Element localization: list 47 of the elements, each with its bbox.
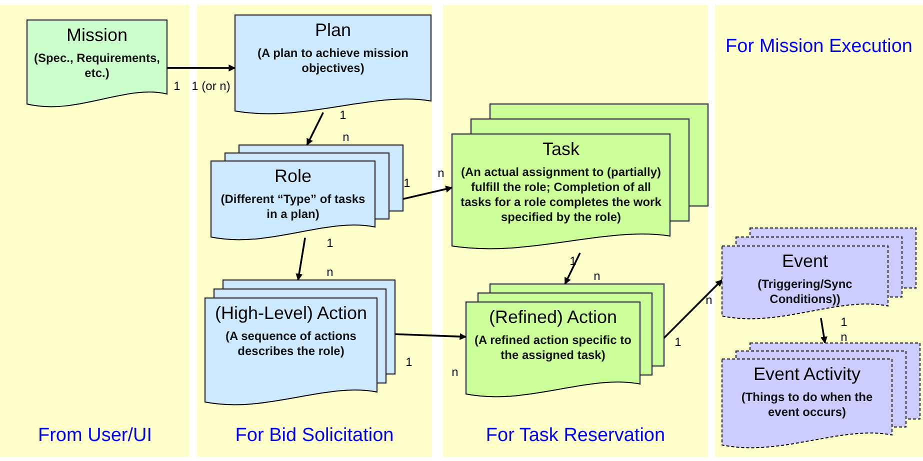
- column-title: For Mission Execution: [724, 35, 914, 58]
- node-description: (Spec., Requirements, etc.): [32, 51, 162, 81]
- column-title: For Bid Solicitation: [234, 424, 395, 447]
- arrow: [306, 112, 324, 146]
- node-description: (A plan to achieve mission objectives): [256, 46, 410, 76]
- node-description: (Things to do when the event occurs): [740, 390, 874, 420]
- node-description: (A sequence of actions describes the role): [224, 329, 358, 359]
- arrow: [564, 252, 581, 285]
- multiplicity-label: 1: [174, 79, 180, 93]
- column-panel: [715, 5, 923, 457]
- multiplicity-label: n: [326, 265, 334, 279]
- node-title: (High-Level) Action: [214, 302, 368, 324]
- column-panel: [0, 5, 190, 457]
- multiplicity-label: n: [840, 330, 848, 344]
- node-description: (Different “Type” of tasks in a plan): [220, 192, 366, 222]
- node-title: Mission: [66, 24, 128, 46]
- arrow: [820, 318, 828, 344]
- arrow: [394, 333, 467, 340]
- arrow: [167, 64, 236, 72]
- multiplicity-label: 1: [404, 176, 410, 190]
- node-title: Event Activity: [753, 363, 861, 385]
- node-title: Plan: [314, 19, 352, 41]
- multiplicity-label: n: [452, 365, 458, 379]
- multiplicity-label: 1: [326, 236, 334, 250]
- node-title: Event: [782, 250, 828, 272]
- node-description: (Triggering/Sync Conditions)): [756, 277, 854, 307]
- column-title: From User/UI: [37, 424, 153, 447]
- arrow: [663, 279, 723, 339]
- node-description: (An actual assignment to (partially) fulfill the role; Completion of all tasks for a role completes the work specified by the role): [460, 165, 662, 225]
- multiplicity-label: n: [438, 166, 444, 180]
- multiplicity-label: n: [342, 130, 350, 144]
- multiplicity-label: 1: [340, 108, 346, 122]
- column-panel: [197, 5, 432, 457]
- multiplicity-label: 1: [674, 335, 682, 349]
- multiplicity-label: 1: [406, 355, 412, 369]
- multiplicity-label: n: [594, 269, 600, 283]
- arrow: [402, 186, 453, 200]
- arrow: [296, 238, 306, 281]
- node-title: (Refined) Action: [488, 306, 618, 328]
- column-panel: [443, 5, 708, 457]
- column-title: For Task Reservation: [484, 424, 666, 447]
- node-title: Role: [274, 165, 312, 187]
- multiplicity-label: 1: [840, 315, 848, 329]
- node-title: Task: [542, 138, 580, 160]
- node-description: (A refined action specific to the assigned task): [474, 333, 632, 363]
- multiplicity-label: n: [706, 293, 712, 307]
- multiplicity-label: 1 (or n): [192, 79, 230, 93]
